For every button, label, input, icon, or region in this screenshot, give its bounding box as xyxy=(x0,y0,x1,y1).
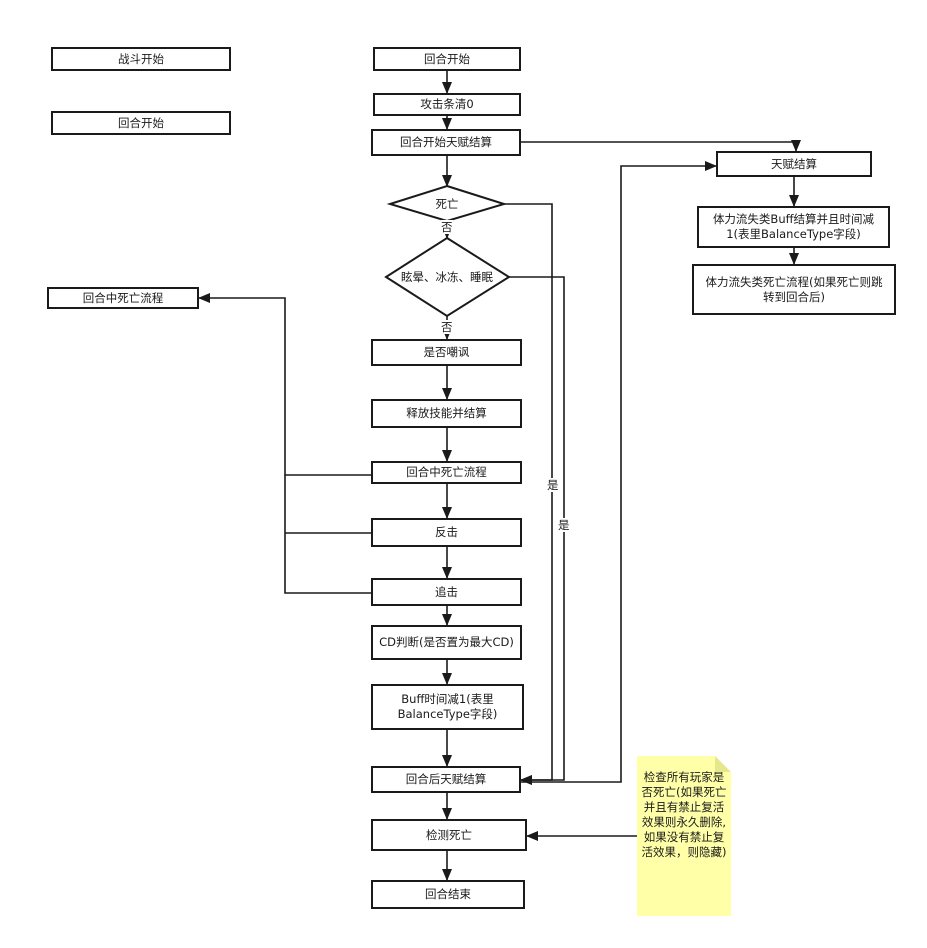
edge-follow-left xyxy=(284,475,371,594)
clear-attack-bar-box: 攻击条清0 xyxy=(373,93,521,116)
check-death-box: 检测死亡 xyxy=(371,819,527,851)
edge-talent-right xyxy=(521,140,801,152)
round-start-talent-box: 回合开始天赋结算 xyxy=(371,129,521,156)
round-end-box: 回合结束 xyxy=(371,880,525,909)
note-fold xyxy=(715,756,731,772)
left-death-flow-box: 回合中死亡流程 xyxy=(47,287,199,309)
no-label-2: 否 xyxy=(441,320,453,334)
decision-dead-label: 死亡 xyxy=(435,197,459,211)
decision-control xyxy=(384,236,511,318)
cd-check-box: CD判断(是否置为最大CD) xyxy=(371,625,522,660)
sticky-note: 检查所有玩家是否死亡(如果死亡并且有禁止复活效果则永久删除,如果没有禁止复活效果… xyxy=(637,756,731,916)
yes-label-1: 是 xyxy=(547,478,559,492)
note-text: 检查所有玩家是否死亡(如果死亡并且有禁止复活效果则永久删除,如果没有禁止复活效果… xyxy=(641,770,727,859)
edge-endtalent-right xyxy=(521,161,717,783)
legend-round-start: 回合开始 xyxy=(51,111,231,135)
decision-control-label: 眩晕、冰冻、睡眠 xyxy=(401,270,493,284)
hp-loss-buff-box: 体力流失类Buff结算并且时间减1(表里BalanceType字段) xyxy=(697,206,890,248)
no-label-1: 否 xyxy=(441,220,453,234)
edge-death-left xyxy=(198,293,371,476)
buff-decrease-box: Buff时间减1(表里BalanceType字段) xyxy=(371,684,524,730)
yes-label-2: 是 xyxy=(558,518,570,532)
legend-battle-start: 战斗开始 xyxy=(51,47,231,71)
round-start-box: 回合开始 xyxy=(373,47,521,71)
taunt-box: 是否嘲讽 xyxy=(371,339,522,366)
round-end-talent-box: 回合后天赋结算 xyxy=(371,766,521,793)
follow-up-box: 追击 xyxy=(371,578,522,606)
counter-box: 反击 xyxy=(371,518,522,547)
talent-box: 天赋结算 xyxy=(716,151,872,177)
cast-skill-box: 释放技能并结算 xyxy=(371,399,522,428)
mid-round-death-box: 回合中死亡流程 xyxy=(371,461,522,484)
hp-loss-death-box: 体力流失类死亡流程(如果死亡则跳转到回合后) xyxy=(692,264,896,315)
